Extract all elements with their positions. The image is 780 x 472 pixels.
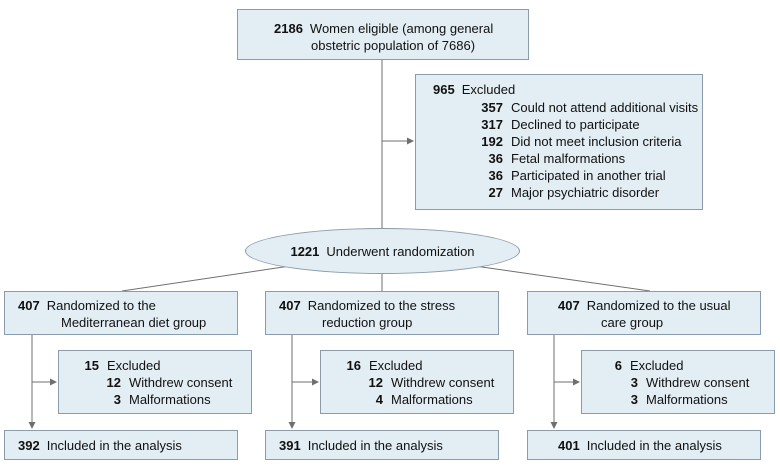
analysis-count: 392 — [18, 438, 40, 453]
group-excluded-label: Excluded — [630, 358, 684, 373]
excluded-count: 965 — [433, 82, 455, 97]
group-label-line1: Randomized to the — [46, 298, 156, 313]
analysis-box-stress-reduction: 391 Included in the analysis — [265, 430, 499, 460]
group-label-line1: Randomized to the usual — [586, 298, 731, 313]
eligible-box: 2186 Women eligible (among general obstet… — [237, 9, 529, 60]
group-box-stress-reduction: 407 Randomized to the stress reduction gr… — [265, 291, 499, 335]
group-label-line2: care group — [601, 315, 664, 330]
group-label-line2: reduction group — [322, 315, 413, 330]
group-excluded-label: Excluded — [107, 358, 161, 373]
analysis-box-mediterranean: 392 Included in the analysis — [4, 430, 238, 460]
analysis-count: 401 — [558, 438, 580, 453]
eligible-text-line1: Women eligible (among general — [309, 21, 494, 36]
group-label-line2: Mediterranean diet group — [61, 315, 207, 330]
group-excluded-count: 15 — [84, 358, 99, 373]
analysis-box-usual-care: 401 Included in the analysis — [527, 430, 761, 460]
group-count: 407 — [279, 298, 301, 313]
randomization-ellipse: 1221 Underwent randomization — [245, 228, 520, 274]
group-excluded-count: 6 — [614, 358, 622, 373]
connector-to-group-3 — [474, 265, 651, 292]
analysis-label: Included in the analysis — [586, 438, 722, 453]
eligible-text-line2: obstetric population of 7686) — [311, 38, 476, 53]
randomized-label: Underwent randomization — [326, 243, 475, 259]
group-count: 407 — [18, 298, 40, 313]
group-excluded-count: 16 — [346, 358, 361, 373]
group-excluded-label: Excluded — [369, 358, 423, 373]
randomized-count: 1221 — [290, 243, 320, 259]
group-count: 407 — [558, 298, 580, 313]
connector-to-group-1 — [121, 265, 291, 292]
group-box-usual-care: 407 Randomized to the usual care group — [527, 291, 761, 335]
eligible-count: 2186 — [274, 21, 303, 36]
group-label-line1: Randomized to the stress — [307, 298, 456, 313]
excluded-label: Excluded — [461, 82, 516, 97]
group-box-mediterranean: 407 Randomized to the Mediterranean diet … — [4, 291, 238, 335]
analysis-label: Included in the analysis — [307, 438, 443, 453]
analysis-label: Included in the analysis — [46, 438, 182, 453]
analysis-count: 391 — [279, 438, 301, 453]
